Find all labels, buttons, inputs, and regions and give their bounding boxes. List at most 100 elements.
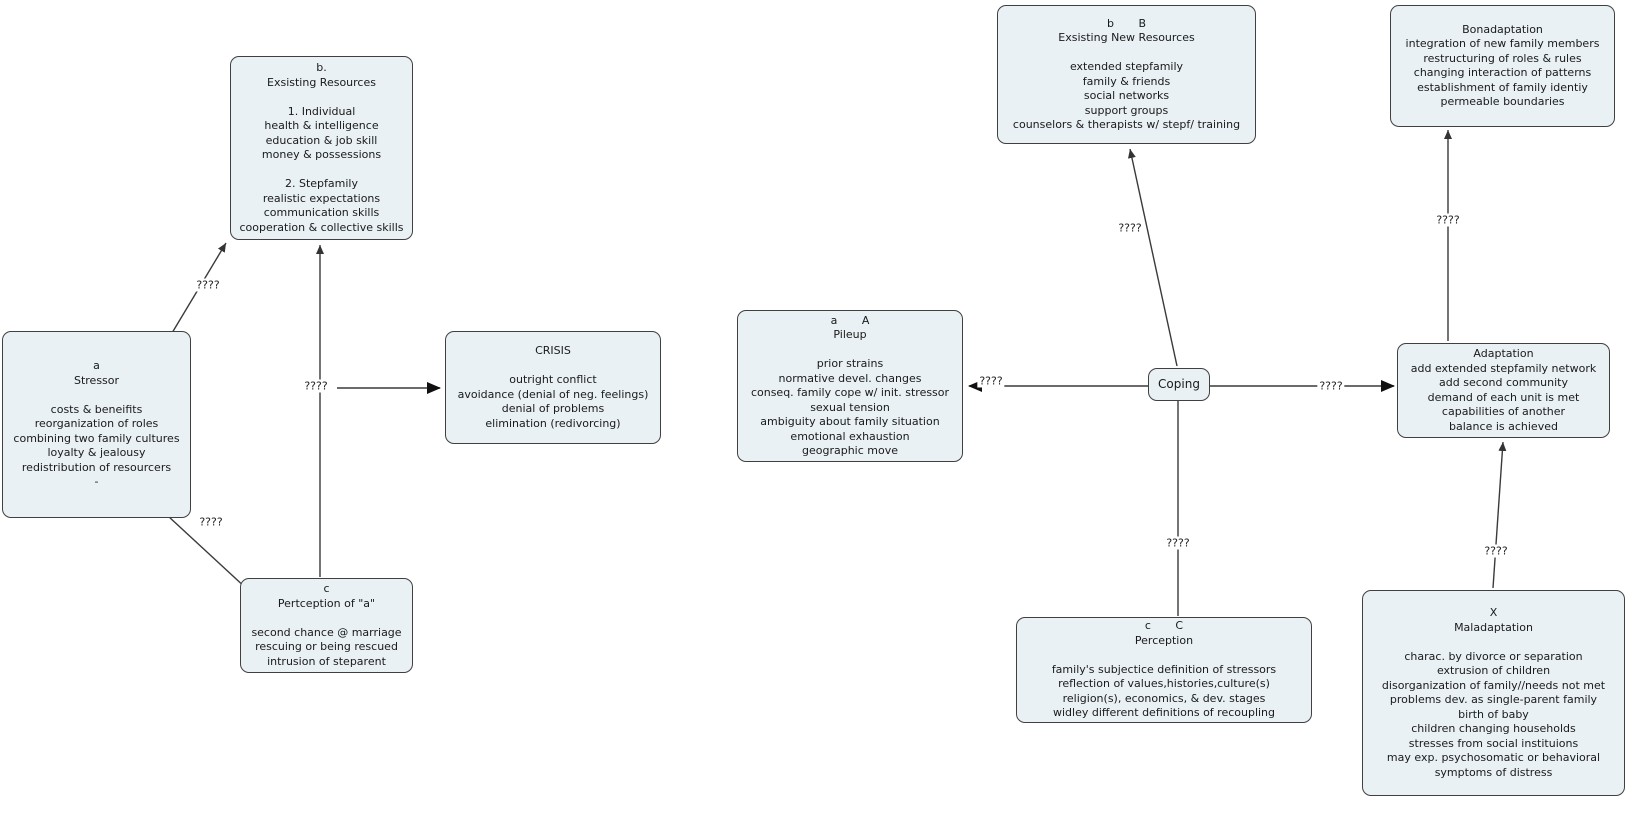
box-line: denial of problems	[501, 402, 605, 415]
box-line: second chance @ marriage	[251, 625, 402, 639]
box-line: normative devel. changes	[778, 371, 922, 385]
box-line: combining two family cultures	[13, 431, 180, 445]
box-line: balance is achieved	[1449, 419, 1558, 433]
box-line: Stressor	[73, 373, 120, 387]
box-line: conseq. family cope w/ init. stressor	[750, 386, 950, 399]
box-line: Adaptation	[1473, 347, 1534, 360]
box-line: realistic expectations	[262, 191, 381, 205]
box-line: c	[323, 582, 330, 595]
box-line: counselors & therapists w/ stepf/ traini…	[1012, 118, 1241, 131]
box-line: elimination (redivorcing)	[485, 416, 621, 430]
connector-label-coping-pileup[interactable]: ????	[977, 374, 1005, 388]
box-line: cooperation & collective skills	[239, 220, 404, 234]
box-line: Maladaptation	[1454, 620, 1533, 634]
box-line: b B	[1106, 16, 1146, 30]
box-line: loyalty & jealousy	[47, 446, 146, 460]
box-line: restructuring of roles & rules	[1423, 51, 1582, 65]
box-line	[740, 343, 960, 358]
link-maladaptation-to-adaptation	[1492, 441, 1507, 589]
box-line: children changing households	[1411, 722, 1576, 735]
box-line: changing interaction of patterns	[1413, 66, 1592, 79]
box-line: intrusion of steparent	[267, 654, 386, 668]
box-line: geographic move	[801, 444, 898, 457]
box-line: widley different definitions of recoupli…	[1052, 706, 1276, 720]
box-line: Bonadaptation	[1462, 22, 1543, 36]
box-line: charac. by divorce or separation	[1404, 649, 1583, 663]
box-line: family's subjectice definition of stress…	[1051, 662, 1277, 676]
box-line: avoidance (denial of neg. feelings)	[457, 387, 649, 401]
box-line: CRISIS	[535, 344, 571, 357]
connector-label-coping-new-resources[interactable]: ????	[1116, 221, 1144, 235]
box-line	[1365, 635, 1622, 650]
box-line: demand of each unit is met	[1427, 390, 1580, 404]
box-line: a	[93, 359, 100, 373]
box-line	[233, 90, 410, 105]
box-line	[1019, 648, 1309, 663]
box-line: prior strains	[816, 357, 884, 370]
box-line: -	[94, 475, 99, 489]
box-line: Pileup	[833, 328, 867, 341]
node-coping[interactable]: Coping	[1148, 368, 1210, 401]
connector-label-adaptation-bonadaptation[interactable]: ????	[1434, 213, 1462, 227]
box-line: rescuing or being rescued	[255, 640, 398, 653]
box-line: ambiguity about family situation	[760, 415, 940, 428]
box-line	[5, 388, 188, 403]
box-line: emotional exhaustion	[790, 429, 910, 443]
box-line: problems dev. as single-parent family	[1389, 693, 1598, 706]
box-line: capabilities of another	[1441, 405, 1566, 418]
box-line: sexual tension	[810, 400, 890, 414]
box-line: social networks	[1083, 89, 1170, 102]
box-line: X	[1489, 606, 1498, 619]
box-line	[1000, 46, 1253, 61]
connector-label-crisis[interactable]: ????	[302, 379, 330, 393]
box-line: integration of new family members	[1405, 37, 1600, 50]
box-line: reflection of values,histories,culture(s…	[1058, 677, 1270, 691]
box-line: birth of baby	[1458, 707, 1529, 721]
box-line: 2. Stepfamily	[285, 177, 358, 190]
box-line: Exsisting Resources	[267, 75, 376, 89]
box-line	[243, 611, 410, 626]
box-line: a A	[830, 313, 870, 327]
box-line: add extended stepfamily network	[1410, 361, 1597, 375]
connector-label-stressor-resources[interactable]: ????	[194, 278, 222, 292]
box-line: disorganization of family//needs not met	[1381, 678, 1606, 692]
box-line: redistribution of resourcers	[21, 460, 172, 474]
box-line	[233, 163, 410, 178]
box-line: costs & beneifits	[50, 402, 143, 416]
box-line: Coping	[1158, 377, 1200, 392]
link-coping-to-new-resources	[1127, 148, 1178, 367]
box-line: symptoms of distress	[1434, 765, 1553, 779]
box-line: c C	[1144, 619, 1184, 633]
box-line: family & friends	[1082, 74, 1171, 88]
box-line: education & job skill	[265, 133, 378, 147]
box-line: extended stepfamily	[1069, 60, 1184, 73]
connector-label-maladaptation-adaptation[interactable]: ????	[1482, 544, 1510, 558]
connector-label-coping-adaptation[interactable]: ????	[1317, 379, 1345, 393]
box-line: communication skills	[263, 206, 380, 219]
box-line: reorganization of roles	[34, 417, 159, 431]
connector-label-perception-coping[interactable]: ????	[1164, 536, 1192, 550]
box-line: Pertception of "a"	[277, 596, 376, 610]
box-line	[448, 359, 658, 374]
box-line: permeable boundaries	[1440, 95, 1565, 108]
link-stressor-to-perception-a	[167, 515, 248, 590]
box-line: support groups	[1084, 103, 1169, 117]
box-line: money & possessions	[261, 148, 382, 161]
box-line: b.	[316, 61, 327, 74]
box-line: 1. Individual	[287, 104, 356, 118]
connector-label-stressor-perception[interactable]: ????	[197, 515, 225, 529]
box-line: Perception	[1134, 633, 1194, 647]
box-line: outright conflict	[509, 373, 597, 386]
